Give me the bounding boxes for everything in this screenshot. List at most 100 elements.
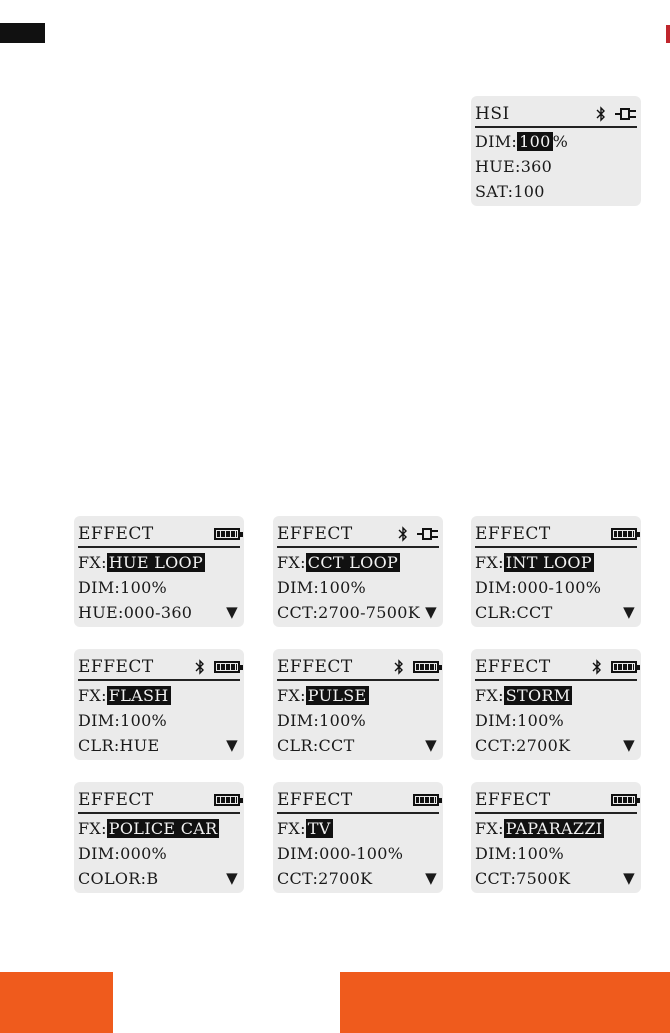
- fx-label: FX:: [475, 552, 504, 572]
- status-icons: [611, 794, 640, 806]
- power-plug-icon: [417, 528, 438, 540]
- effect-screen-header: EFFECT: [277, 655, 442, 681]
- dim-row: DIM:100%: [277, 710, 367, 730]
- sat-row: SAT:100: [475, 181, 545, 201]
- effect-screen-header: EFFECT: [277, 788, 442, 814]
- fx-value: HUE LOOP: [106, 552, 206, 572]
- fx-label: FX:: [277, 552, 306, 572]
- status-icons: [394, 659, 442, 675]
- battery-icon: [214, 528, 243, 540]
- scroll-down-arrow-icon: ▼: [226, 736, 238, 754]
- status-icons: [413, 794, 442, 806]
- effect-screen: EFFECT FX:FLASH DIM:100% CLR:HUE ▼: [74, 649, 244, 760]
- dim-label: DIM:: [475, 131, 518, 151]
- header-corner-tick: [666, 25, 670, 43]
- param-row: CCT:2700K ▼: [277, 867, 437, 889]
- scroll-down-arrow-icon: ▼: [425, 603, 437, 621]
- fx-label: FX:: [78, 818, 107, 838]
- effect-screen-header: EFFECT: [78, 522, 243, 548]
- footer-bar-left: [0, 972, 113, 1033]
- scroll-down-arrow-icon: ▼: [623, 869, 635, 887]
- param-row: CCT:2700K ▼: [475, 734, 635, 756]
- battery-icon: [611, 528, 640, 540]
- param-value: CCT:7500K: [475, 868, 571, 888]
- fx-value: PAPARAZZI: [503, 818, 605, 838]
- screen-title: EFFECT: [277, 790, 353, 810]
- param-value: CLR:CCT: [475, 602, 553, 622]
- fx-value: CCT LOOP: [305, 552, 401, 572]
- bluetooth-icon: [394, 659, 403, 675]
- dim-unit: %: [552, 131, 569, 151]
- effect-screen: EFFECT FX:PULSE DIM:100% CLR:CCT ▼: [273, 649, 443, 760]
- screen-title: EFFECT: [475, 790, 551, 810]
- effect-screen: EFFECT FX:TV DIM:000-100% CCT:2700K ▼: [273, 782, 443, 893]
- fx-label: FX:: [277, 685, 306, 705]
- fx-row: FX:INT LOOP: [475, 551, 635, 573]
- fx-value: POLICE CAR: [106, 818, 220, 838]
- header-corner-bar: [0, 23, 45, 43]
- dim-row: DIM:100%: [475, 710, 565, 730]
- bluetooth-icon: [596, 106, 605, 122]
- bluetooth-icon: [398, 526, 407, 542]
- power-plug-icon: [615, 108, 636, 120]
- hsi-screen: HSI DIM:100% HUE:360 SAT:100: [471, 96, 641, 206]
- screen-title: HSI: [475, 104, 510, 124]
- dim-row: DIM:100%: [78, 577, 168, 597]
- param-row: CLR:HUE ▼: [78, 734, 238, 756]
- fx-row: FX:PAPARAZZI: [475, 817, 635, 839]
- effect-screen-header: EFFECT: [78, 788, 243, 814]
- status-icons: [214, 528, 243, 540]
- screen-title: EFFECT: [277, 524, 353, 544]
- effect-screen-header: EFFECT: [475, 522, 640, 548]
- hue-row: HUE:360: [475, 156, 553, 176]
- status-icons: [195, 659, 243, 675]
- dim-row: DIM:000-100%: [277, 843, 404, 863]
- effect-screen-header: EFFECT: [475, 655, 640, 681]
- effect-screen: EFFECT FX:PAPARAZZI DIM:100% CCT:7500K ▼: [471, 782, 641, 893]
- scroll-down-arrow-icon: ▼: [623, 603, 635, 621]
- battery-icon: [413, 661, 442, 673]
- fx-label: FX:: [78, 552, 107, 572]
- effect-screen: EFFECT FX:CCT LOOP DIM:100% CCT:2700-750…: [273, 516, 443, 627]
- param-value: COLOR:B: [78, 868, 159, 888]
- scroll-down-arrow-icon: ▼: [226, 603, 238, 621]
- footer-bar-right: [340, 972, 670, 1033]
- scroll-down-arrow-icon: ▼: [226, 869, 238, 887]
- bluetooth-icon: [592, 659, 601, 675]
- dim-row: DIM:100%: [475, 130, 635, 152]
- status-icons: [214, 794, 243, 806]
- param-row: HUE:000-360 ▼: [78, 601, 238, 623]
- fx-row: FX:FLASH: [78, 684, 238, 706]
- battery-icon: [611, 661, 640, 673]
- param-value: CLR:CCT: [277, 735, 355, 755]
- screen-title: EFFECT: [78, 524, 154, 544]
- bluetooth-icon: [195, 659, 204, 675]
- battery-icon: [611, 794, 640, 806]
- fx-row: FX:POLICE CAR: [78, 817, 238, 839]
- fx-value: FLASH: [106, 685, 171, 705]
- fx-row: FX:CCT LOOP: [277, 551, 437, 573]
- effect-screen: EFFECT FX:STORM DIM:100% CCT:2700K ▼: [471, 649, 641, 760]
- fx-label: FX:: [475, 818, 504, 838]
- fx-row: FX:PULSE: [277, 684, 437, 706]
- fx-value: STORM: [503, 685, 573, 705]
- status-icons: [611, 528, 640, 540]
- status-icons: [596, 106, 637, 122]
- param-value: CLR:HUE: [78, 735, 160, 755]
- fx-row: FX:TV: [277, 817, 437, 839]
- fx-label: FX:: [475, 685, 504, 705]
- screen-title: EFFECT: [277, 657, 353, 677]
- param-value: CCT:2700-7500K: [277, 602, 420, 622]
- scroll-down-arrow-icon: ▼: [623, 736, 635, 754]
- status-icons: [592, 659, 640, 675]
- param-value: HUE:000-360: [78, 602, 193, 622]
- fx-label: FX:: [78, 685, 107, 705]
- dim-row: DIM:100%: [78, 710, 168, 730]
- battery-icon: [214, 661, 243, 673]
- dim-row: DIM:100%: [277, 577, 367, 597]
- param-value: CCT:2700K: [277, 868, 373, 888]
- dim-row: DIM:100%: [475, 843, 565, 863]
- screen-title: EFFECT: [78, 657, 154, 677]
- screen-title: EFFECT: [475, 524, 551, 544]
- effect-screen: EFFECT FX:POLICE CAR DIM:000% COLOR:B ▼: [74, 782, 244, 893]
